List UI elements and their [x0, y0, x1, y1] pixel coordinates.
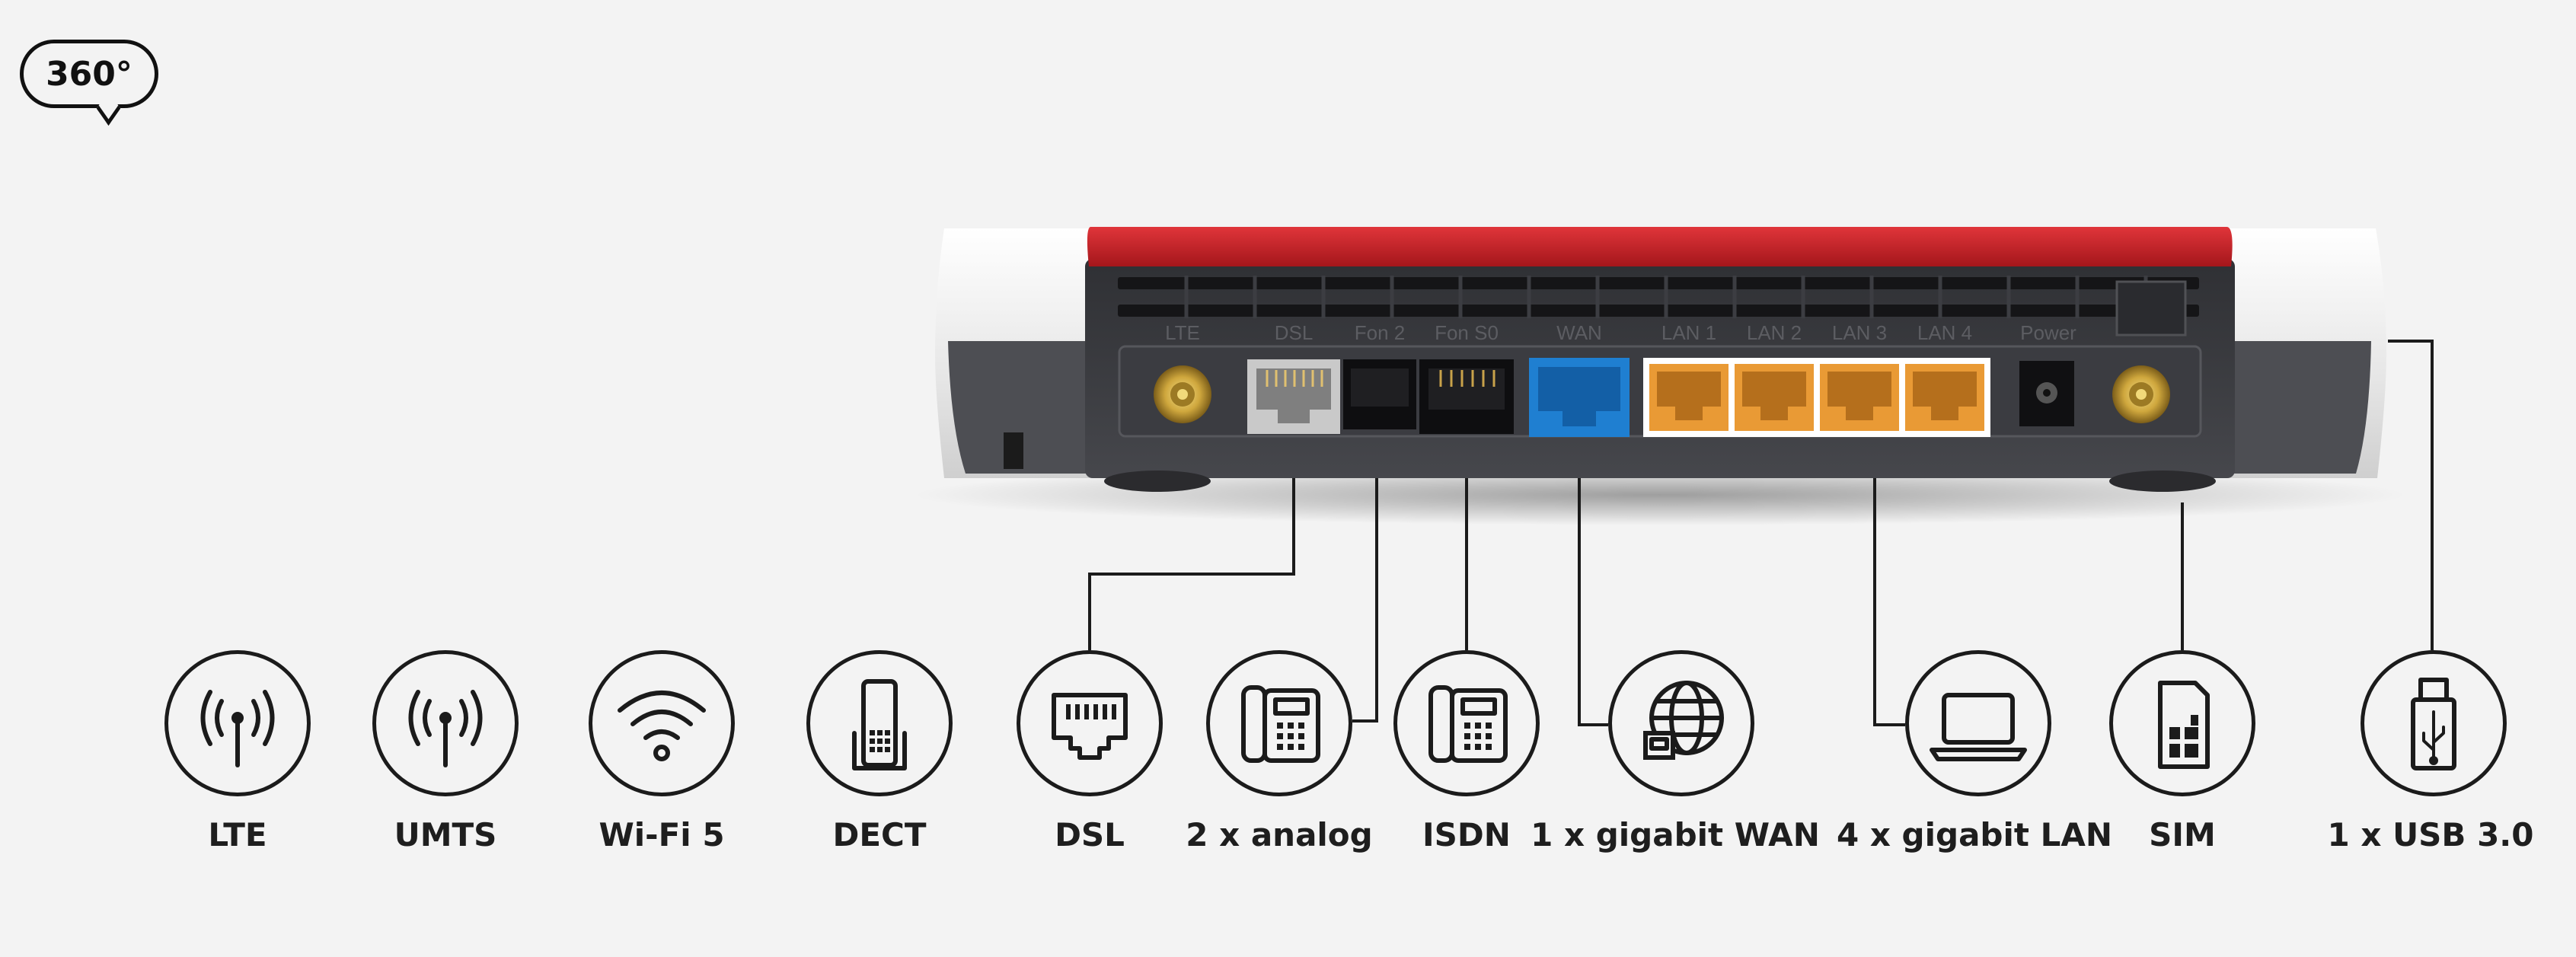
rotate-360-label: 360°	[46, 54, 132, 94]
desk-phone-icon	[1241, 685, 1320, 763]
dsl-port	[1247, 359, 1340, 434]
router-foot-right	[2109, 471, 2216, 492]
dsl-feature	[1017, 650, 1163, 796]
wifi-feature	[589, 650, 735, 796]
router-vents	[1118, 277, 2199, 317]
feature-label: 2 x analog	[1186, 816, 1373, 853]
feature-label: DECT	[832, 816, 927, 853]
analog-connector-line	[1352, 478, 1378, 723]
lan-feature	[1905, 650, 2051, 796]
lan-connector-line	[1873, 478, 1905, 726]
router-red-top	[1087, 227, 2233, 266]
router-shadow	[914, 464, 2406, 525]
lan-port-2	[1735, 364, 1814, 431]
ethernet-port-icon	[1052, 693, 1128, 760]
lan-port-3	[1820, 364, 1899, 431]
wan-feature	[1608, 650, 1754, 796]
power-port	[2019, 361, 2074, 426]
port-label: DSL	[1275, 321, 1314, 344]
lan-port-4	[1905, 364, 1984, 431]
router-right-endcap	[2223, 228, 2386, 478]
usb-feature	[2361, 650, 2507, 796]
dect-feature	[806, 650, 953, 796]
feature-label: 4 x gigabit LAN	[1836, 816, 2112, 853]
router-vent-dividers	[1184, 276, 2148, 318]
fon2-port	[1343, 359, 1416, 429]
port-labels: LTE DSL Fon 2 Fon S0 WAN LAN 1 LAN 2 LAN…	[1165, 321, 2076, 344]
port-label: LAN 1	[1661, 321, 1716, 344]
lan-port-1	[1649, 364, 1729, 431]
cordless-phone-icon	[852, 679, 907, 770]
laptop-icon	[1930, 693, 2027, 761]
antenna-icon	[200, 690, 275, 767]
feature-label: UMTS	[394, 816, 497, 853]
feature-label: ISDN	[1422, 816, 1511, 853]
wan-connector-line	[1578, 478, 1608, 726]
usb-stick-icon	[2411, 678, 2456, 770]
feature-label: SIM	[2149, 816, 2216, 853]
feature-label: 1 x gigabit WAN	[1531, 816, 1820, 853]
isdn-port	[1419, 359, 1514, 434]
dsl-connector-line	[1088, 478, 1295, 650]
lan-ports	[1643, 358, 1990, 437]
router-left-endcap	[935, 228, 1096, 478]
desk-phone-icon	[1428, 685, 1508, 763]
port-label: LAN 2	[1747, 321, 1802, 344]
lte-feature	[164, 650, 311, 796]
feature-label: Wi-Fi 5	[599, 816, 725, 853]
sim-slot	[2115, 280, 2187, 337]
antenna-icon	[408, 690, 483, 767]
router-foot-left	[1104, 471, 1211, 492]
port-label: Fon S0	[1435, 321, 1499, 344]
sim-feature	[2109, 650, 2255, 796]
usb-connector-line	[2388, 340, 2434, 650]
umts-feature	[372, 650, 519, 796]
feature-label: LTE	[208, 816, 267, 853]
port-label: LAN 3	[1832, 321, 1887, 344]
globe-network-icon	[1643, 681, 1724, 760]
rotate-360-button[interactable]: 360°	[20, 40, 158, 126]
port-label: WAN	[1556, 321, 1602, 344]
port-label: LTE	[1165, 321, 1200, 344]
isdn-feature	[1393, 650, 1540, 796]
sim-card-icon	[2158, 681, 2210, 769]
feature-label: DSL	[1055, 816, 1125, 853]
feature-label: 1 x USB 3.0	[2327, 816, 2534, 853]
wifi-icon	[618, 691, 706, 761]
analog-feature	[1206, 650, 1352, 796]
wan-port	[1529, 358, 1630, 437]
port-label: Power	[2020, 321, 2076, 344]
connector-lines	[1088, 340, 2434, 726]
port-label: LAN 4	[1917, 321, 1972, 344]
port-label: Fon 2	[1355, 321, 1406, 344]
